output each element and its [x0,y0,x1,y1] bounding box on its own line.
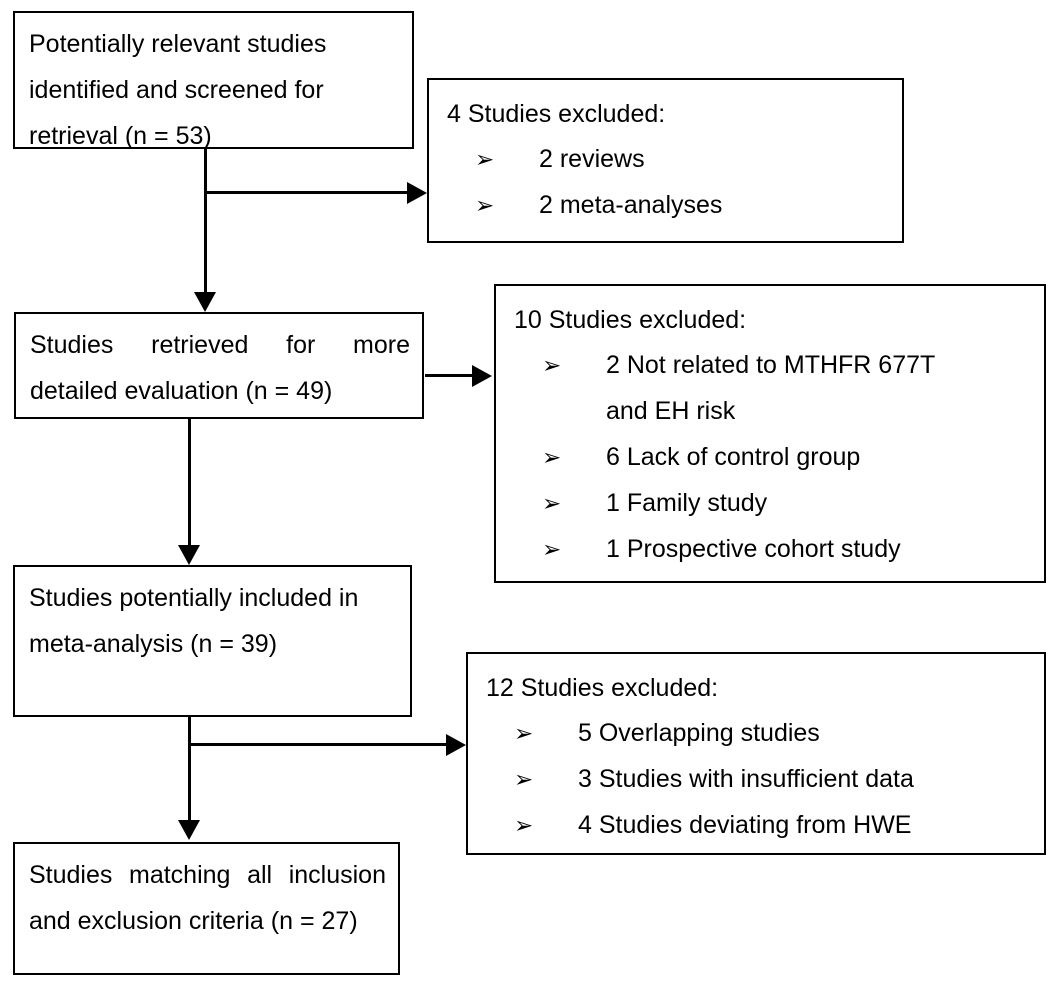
exclusion-list-excluded-12: ➢ 5 Overlapping studies ➢ 3 Studies with… [468,710,1044,848]
flow-box-retrieved-text: Studies retrieved for more detailed eval… [30,331,410,405]
exclusion-title-excluded-4: 4 Studies excluded: [447,100,666,128]
connector-retrieved-to-excluded10 [425,374,476,377]
flow-box-potentially-included-text: Studies potentially included in meta-ana… [29,584,359,658]
exclusion-item-label: 4 Studies deviating from HWE [578,811,912,839]
connector-potentially-included-branch [188,743,450,746]
exclusion-item-label: 3 Studies with insufficient data [578,765,914,793]
exclusion-item-label: 2 reviews [539,145,645,173]
flow-box-screened-text: Potentially relevant studies identified … [29,30,327,150]
exclusion-box-excluded-4: 4 Studies excluded: ➢ 2 reviews ➢ 2 meta… [427,78,904,243]
exclusion-item: ➢ 2 meta-analyses [447,182,902,228]
arrowhead-retrieved-to-excluded10 [472,365,492,387]
exclusion-item: ➢ 2 Not related to MTHFR 677T and EH ris… [514,342,1044,434]
bullet-arrow-icon: ➢ [542,490,562,516]
exclusion-list-excluded-10: ➢ 2 Not related to MTHFR 677T and EH ris… [496,342,1044,572]
exclusion-box-excluded-10: 10 Studies excluded: ➢ 2 Not related to … [494,284,1046,583]
exclusion-item-label: 5 Overlapping studies [578,719,820,747]
arrowhead-potentially-included-to-matching [178,820,200,840]
exclusion-list-excluded-4: ➢ 2 reviews ➢ 2 meta-analyses [429,136,902,228]
exclusion-item: ➢ 5 Overlapping studies [486,710,1044,756]
exclusion-item-label: 6 Lack of control group [606,443,861,471]
exclusion-title-excluded-10: 10 Studies excluded: [514,306,747,334]
arrowhead-potentially-included-to-excluded12 [446,734,466,756]
connector-potentially-included-stem [188,717,191,822]
exclusion-item: ➢ 1 Prospective cohort study [514,526,1044,572]
bullet-arrow-icon: ➢ [542,352,562,378]
bullet-arrow-icon: ➢ [514,766,534,792]
exclusion-title-excluded-12: 12 Studies excluded: [486,674,719,702]
exclusion-item-label-continued: and EH risk [606,397,736,425]
exclusion-item: ➢ 1 Family study [514,480,1044,526]
exclusion-item: ➢ 4 Studies deviating from HWE [486,802,1044,848]
arrowhead-screened-to-retrieved [194,292,216,312]
flow-box-matching-text: Studies matching all inclusion and exclu… [29,861,386,935]
exclusion-item: ➢ 2 reviews [447,136,902,182]
flow-box-retrieved: Studies retrieved for more detailed eval… [14,312,424,419]
flow-box-matching: Studies matching all inclusion and exclu… [13,842,400,975]
connector-screened-stem [204,149,207,295]
exclusion-item-label: 1 Family study [606,489,768,517]
exclusion-item: ➢ 3 Studies with insufficient data [486,756,1044,802]
bullet-arrow-icon: ➢ [475,192,495,218]
bullet-arrow-icon: ➢ [475,146,495,172]
bullet-arrow-icon: ➢ [514,812,534,838]
exclusion-item-label: 1 Prospective cohort study [606,535,901,563]
connector-retrieved-stem [188,419,191,546]
exclusion-item-label: 2 Not related to MTHFR 677T [606,351,936,379]
exclusion-item: ➢ 6 Lack of control group [514,434,1044,480]
bullet-arrow-icon: ➢ [542,444,562,470]
arrowhead-screened-to-excluded4 [407,182,427,204]
flow-box-potentially-included: Studies potentially included in meta-ana… [13,565,412,717]
bullet-arrow-icon: ➢ [514,720,534,746]
arrowhead-retrieved-to-potentially-included [178,545,200,565]
exclusion-box-excluded-12: 12 Studies excluded: ➢ 5 Overlapping stu… [466,652,1046,855]
exclusion-item-label: 2 meta-analyses [539,191,723,219]
connector-screened-branch [204,191,410,194]
flow-box-screened: Potentially relevant studies identified … [13,11,414,150]
bullet-arrow-icon: ➢ [542,536,562,562]
